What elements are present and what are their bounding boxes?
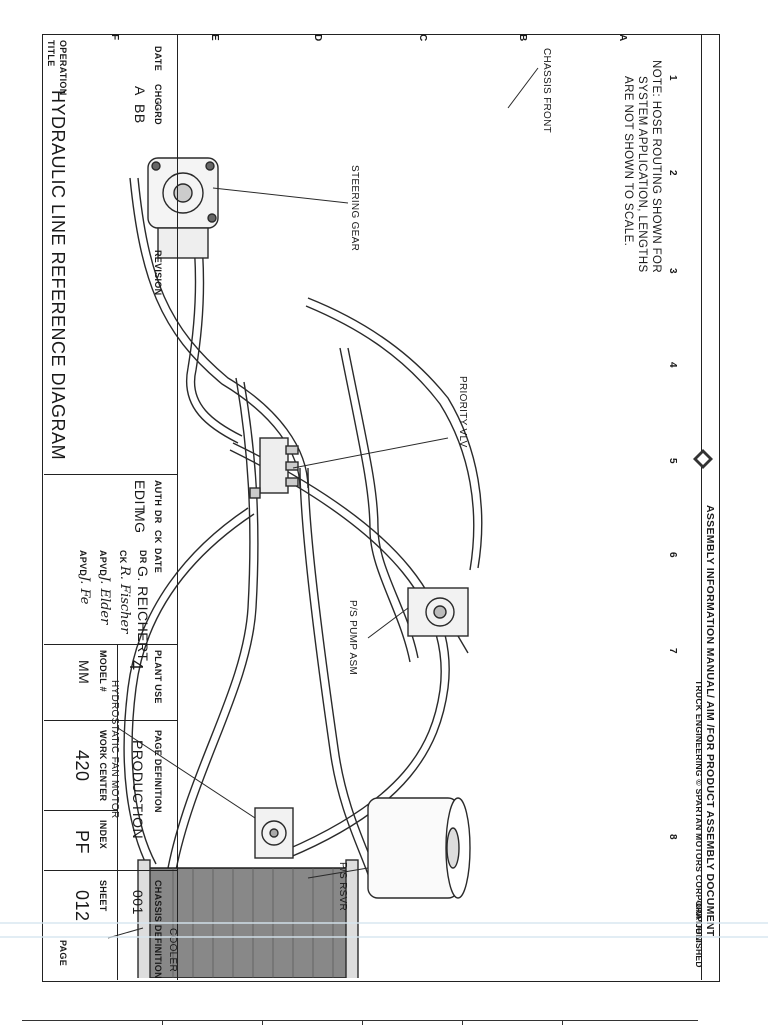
drawn-label: DR bbox=[138, 550, 148, 564]
title-block-divider bbox=[117, 644, 118, 980]
page-definition-value: PRODUCTION bbox=[130, 740, 146, 840]
operation-label: OPERATION bbox=[58, 40, 68, 96]
callout-ps-pump: P/S PUMP ASM bbox=[347, 600, 358, 676]
auth-label: AUTH bbox=[153, 480, 163, 507]
title-block-divider bbox=[44, 810, 118, 811]
zone-letter: B bbox=[517, 34, 528, 42]
header-title: ASSEMBLY INFORMATION MANUAL/ AIM /FOR PR… bbox=[704, 505, 716, 937]
chassis-definition-value: 001 bbox=[130, 890, 146, 915]
zone-number: 3 bbox=[667, 268, 678, 274]
callout-steering-gear: STEERING GEAR bbox=[349, 165, 360, 252]
rev-date-label: DATE bbox=[153, 46, 163, 72]
sheet-value: 012 bbox=[72, 890, 92, 922]
plant-use-label: PLANT USE bbox=[153, 650, 163, 704]
work-center-label: WORK CENTER bbox=[98, 730, 108, 802]
approved2-signature: J. Fe bbox=[77, 576, 92, 605]
priority-valve bbox=[249, 437, 299, 499]
zone-number: 6 bbox=[667, 552, 678, 558]
scan-artifact bbox=[0, 922, 768, 924]
scan-artifact bbox=[0, 936, 768, 938]
page-definition-label: PAGE DEFINITION bbox=[153, 730, 163, 813]
zone-letter: C bbox=[417, 34, 428, 42]
zone-number: 4 bbox=[667, 362, 678, 368]
auth-date-label: DATE bbox=[153, 548, 163, 574]
title-block-divider bbox=[44, 720, 178, 721]
zone-letter: A bbox=[617, 34, 628, 42]
rev-grd-value: BB bbox=[132, 104, 148, 124]
bottom-strip-tick bbox=[162, 1021, 163, 1025]
spartan-logo-icon bbox=[693, 449, 713, 469]
auth-dr-label: DR bbox=[153, 510, 163, 524]
zone-letter: E bbox=[209, 34, 220, 41]
callout-priority-valve: PRIORITY VLV bbox=[457, 376, 468, 448]
bottom-strip-tick bbox=[462, 1021, 463, 1025]
zone-number: 7 bbox=[667, 648, 678, 654]
title-label: TITLE bbox=[46, 40, 56, 67]
steering-gear bbox=[147, 157, 219, 259]
zone-number: 5 bbox=[667, 458, 678, 464]
bottom-strip-tick bbox=[562, 1021, 563, 1025]
note-line: ARE NOT SHOWN TO SCALE. bbox=[622, 76, 634, 247]
revision-label: REVISION bbox=[153, 250, 163, 296]
fan-motor bbox=[254, 807, 294, 859]
index-label: INDEX bbox=[98, 820, 108, 850]
drawing-title: HYDRAULIC LINE REFERENCE DIAGRAM bbox=[48, 90, 68, 461]
callout-chassis-front: CHASSIS FRONT bbox=[541, 48, 552, 134]
work-center-value: 420 bbox=[72, 750, 92, 782]
note-line: NOTE: HOSE ROUTING SHOWN FOR bbox=[650, 60, 662, 274]
ps-pump bbox=[407, 587, 469, 654]
callout-ps-reservoir: P/S RSVR bbox=[337, 862, 348, 912]
drawn-value: G. REICHERT bbox=[135, 566, 151, 662]
checked-label: CK bbox=[118, 550, 128, 564]
rev-grd-label: GRD bbox=[153, 104, 163, 125]
approved2-label: APVD bbox=[78, 550, 88, 577]
rev-chg-label: CHG bbox=[153, 84, 163, 105]
zone-number: 2 bbox=[667, 170, 678, 176]
auth-dr-value: MG bbox=[132, 510, 148, 534]
plant-use-value: 4 bbox=[126, 660, 146, 671]
title-block-divider bbox=[44, 870, 178, 871]
rev-chg-value: A bbox=[132, 86, 148, 96]
zone-number: 8 bbox=[667, 834, 678, 840]
approved1-signature: J. Elder bbox=[97, 576, 112, 625]
bottom-strip-tick bbox=[262, 1021, 263, 1025]
note-line: SYSTEM APPLICATION, LENGTHS bbox=[636, 76, 648, 273]
bottom-strip-tick bbox=[362, 1021, 363, 1025]
auth-value: EDIT bbox=[132, 480, 148, 514]
approved1-label: APVD bbox=[98, 550, 108, 577]
checked-signature: R. Fischer bbox=[117, 566, 132, 634]
zone-letter: D bbox=[312, 34, 323, 42]
sheet-label: SHEET bbox=[98, 880, 108, 912]
page-label: PAGE bbox=[58, 940, 68, 967]
auth-ck-label: CK bbox=[153, 530, 163, 544]
header-status: -UNPUBLISHED bbox=[694, 900, 704, 968]
model-value: MM bbox=[76, 660, 92, 685]
index-value: PF bbox=[72, 830, 92, 855]
bottom-strip bbox=[22, 1020, 698, 1025]
ps-reservoir bbox=[367, 797, 471, 899]
model-label: MODEL # bbox=[98, 650, 108, 692]
zone-number: 1 bbox=[667, 75, 678, 81]
chassis-definition-label: CHASSIS DEFINITION bbox=[153, 880, 163, 979]
